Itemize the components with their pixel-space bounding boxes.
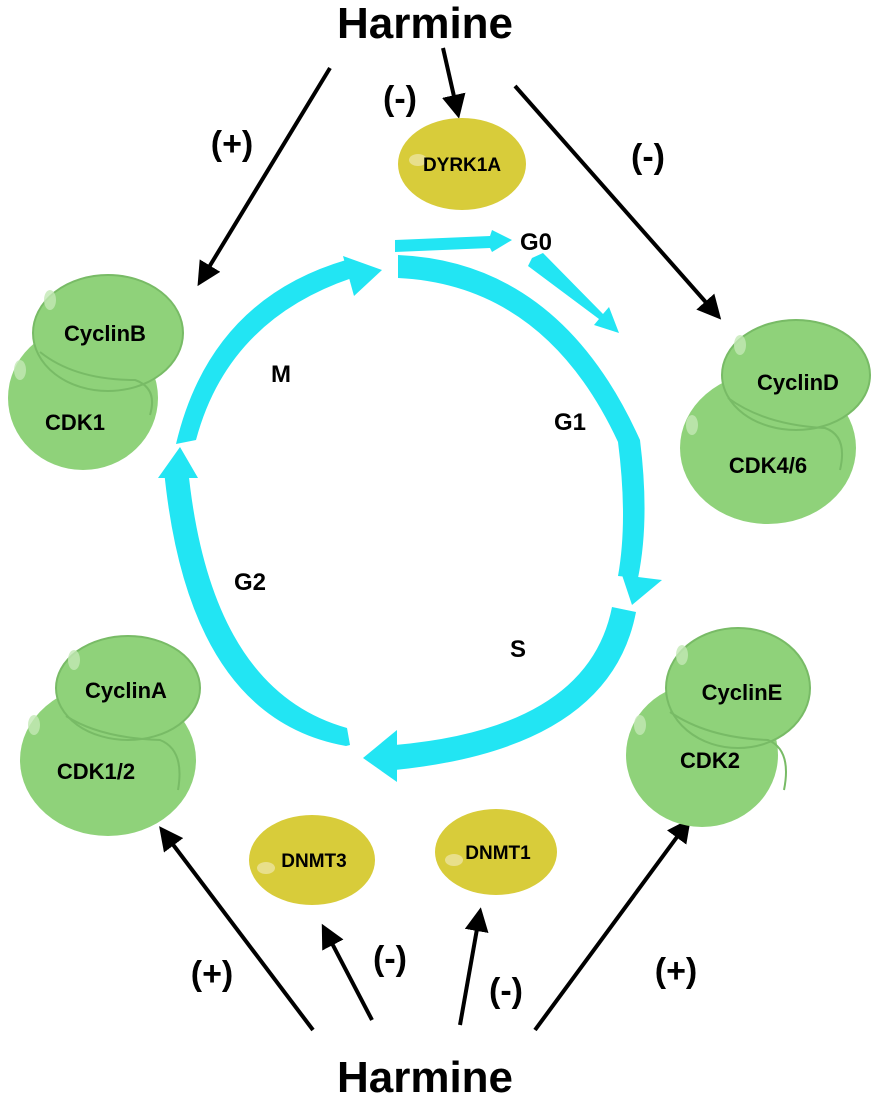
cycline-label: CyclinE: [702, 680, 783, 705]
complex-cyclinb-cdk1: CyclinB CDK1: [8, 274, 184, 470]
s-arrowhead: [363, 730, 397, 782]
effect-sign-dnmt1: (-): [489, 972, 523, 1010]
complex-cyclind-cdk46: CyclinD CDK4/6: [680, 319, 871, 524]
cell-cycle-ring: [158, 230, 662, 782]
effect-sign-cyclinb: (+): [211, 125, 254, 163]
effect-sign-dyrk1a: (-): [383, 80, 417, 118]
m-arc: [176, 260, 352, 444]
arrow-to-dnmt3: [321, 923, 374, 1021]
phase-label-g2: G2: [234, 569, 266, 596]
g0-reentry-arrow: [528, 253, 619, 333]
arrow-to-cyclind: [513, 84, 722, 320]
cyclina-label: CyclinA: [85, 678, 167, 703]
arrow-to-cyclina: [159, 826, 315, 1032]
g1-arrowhead: [622, 575, 662, 605]
complex-cycline-cdk2: CyclinE CDK2: [626, 627, 811, 827]
phase-label-m: M: [271, 361, 291, 388]
g0-exit-arrow: [395, 230, 512, 252]
cyclind-label: CyclinD: [757, 370, 839, 395]
effect-sign-dnmt3: (-): [373, 940, 407, 978]
enzyme-dyrk1a: DYRK1A: [398, 118, 526, 210]
complex-cyclina-cdk12: CyclinA CDK1/2: [20, 635, 201, 836]
arrow-to-cyclinb: [197, 66, 332, 287]
phase-label-g0: G0: [520, 229, 552, 256]
bottom-arrows: [159, 818, 691, 1032]
enzyme-dnmt3: DNMT3: [249, 815, 375, 905]
arrow-to-dnmt1: [458, 907, 489, 1026]
m-arrowhead: [343, 256, 382, 296]
enzyme-label-dnmt3: DNMT3: [281, 851, 346, 872]
enzyme-label-dyrk1a: DYRK1A: [423, 155, 501, 176]
top-arrows: [197, 47, 722, 320]
phase-label-s: S: [510, 636, 526, 663]
enzyme-dnmt1: DNMT1: [435, 809, 557, 895]
g2-arc: [164, 468, 350, 746]
cyclinb-label: CyclinB: [64, 321, 146, 346]
cdk12-label: CDK1/2: [57, 759, 135, 784]
cdk1-label: CDK1: [45, 410, 105, 435]
harmine-top-label: Harmine: [337, 0, 513, 48]
enzyme-label-dnmt1: DNMT1: [465, 843, 531, 864]
effect-sign-cycline: (+): [655, 952, 698, 990]
harmine-bottom-label: Harmine: [337, 1053, 513, 1099]
effect-sign-cyclina: (+): [191, 955, 234, 993]
g2-arrowhead: [158, 447, 198, 478]
effect-sign-cyclind: (-): [631, 138, 665, 176]
cdk46-label: CDK4/6: [729, 453, 807, 478]
phase-label-g1: G1: [554, 409, 586, 436]
arrow-to-dyrk1a: [441, 47, 466, 119]
g1-arc: [398, 255, 645, 578]
arrow-to-cycline: [533, 818, 691, 1032]
s-arc: [395, 607, 636, 770]
cdk2-label: CDK2: [680, 748, 740, 773]
